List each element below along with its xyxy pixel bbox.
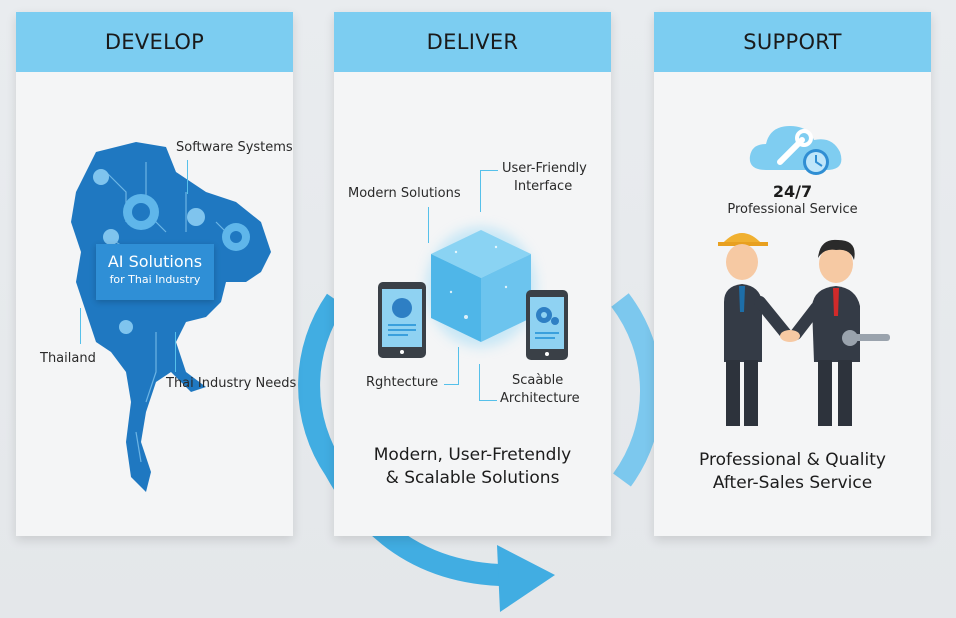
handshake-icon xyxy=(718,233,890,426)
develop-header: DEVELOP xyxy=(16,12,293,72)
support-caption-line2: After-Sales Service xyxy=(712,473,873,493)
connector-line xyxy=(480,170,481,212)
service-label: Professional Service xyxy=(727,202,858,217)
badge-title: AI Solutions xyxy=(107,252,203,271)
deliver-panel: DELIVER Modern Solutions User-Friendly I… xyxy=(334,12,611,536)
support-caption-line1: Professional & Quality xyxy=(699,450,886,470)
ai-solutions-badge: AI Solutions for Thai Industry xyxy=(96,244,214,300)
deliver-header: DELIVER xyxy=(334,12,611,72)
label-interface: Interface xyxy=(514,179,573,194)
label-software-systems: Software Systems xyxy=(176,140,293,155)
develop-panel: DEVELOP AI Solutions for Thai Industry S… xyxy=(16,12,297,536)
label-modern-solutions: Modern Solutions xyxy=(348,186,461,201)
cloud-wrench-icon xyxy=(749,126,842,175)
connector-line xyxy=(187,160,188,194)
label-scalable: Scaàble xyxy=(512,373,564,388)
deliver-caption-line2: & Scalable Solutions xyxy=(385,468,560,488)
deliver-caption: Modern, User-Fretendly & Scalable Soluti… xyxy=(334,444,611,490)
connector-line xyxy=(458,347,459,385)
label-thailand: Thailand xyxy=(40,351,96,366)
service-hours: 24/7 xyxy=(772,182,813,201)
connector-line xyxy=(479,364,480,400)
connector-line xyxy=(444,384,458,385)
map-thailand-icon xyxy=(71,142,271,492)
connector-line xyxy=(175,332,176,372)
tablet-gear-icon xyxy=(526,290,568,360)
support-caption: Professional & Quality After-Sales Servi… xyxy=(654,449,931,495)
cube-icon xyxy=(426,227,536,347)
tablet-icon xyxy=(378,282,426,358)
connector-line xyxy=(428,207,429,243)
support-header: SUPPORT xyxy=(654,12,931,72)
label-user-friendly: User-Friendly xyxy=(502,161,587,176)
connector-line xyxy=(480,170,498,171)
connector-line xyxy=(479,400,497,401)
support-panel: SUPPORT 24/7 Professional Service Profes… xyxy=(654,12,931,536)
deliver-caption-line1: Modern, User-Fretendly xyxy=(373,445,572,465)
label-thai-industry-needs: Thai Industry Needs xyxy=(166,376,297,391)
connector-line xyxy=(80,308,81,344)
badge-subtitle: for Thai Industry xyxy=(109,273,201,286)
label-scalable-architecture: Architecture xyxy=(500,391,580,406)
label-architecture: Rghtecture xyxy=(366,375,439,390)
